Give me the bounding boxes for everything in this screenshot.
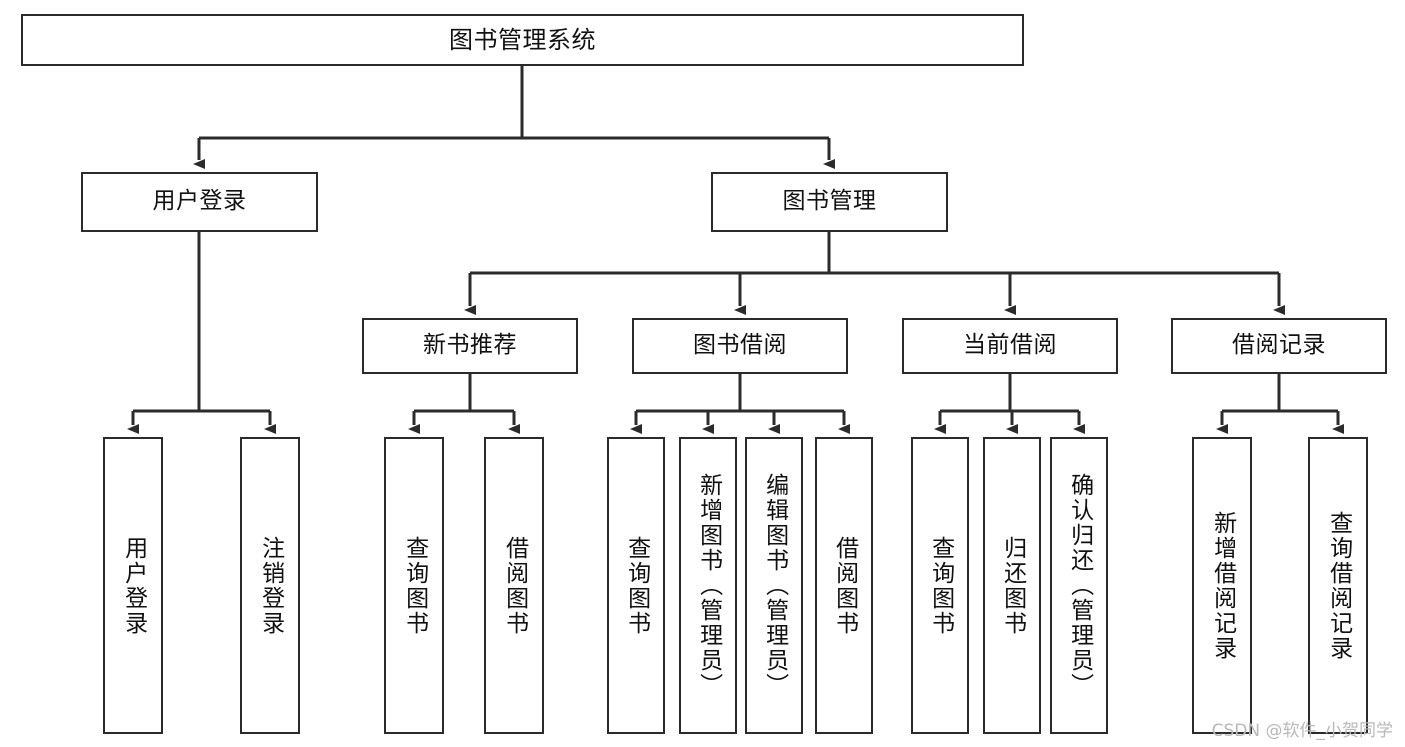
node-borrow-record[interactable]: 借阅记录	[1171, 318, 1387, 374]
node-leaf-query-borrow-record[interactable]: 查询借阅记录	[1308, 437, 1368, 734]
node-leaf-query-book-2[interactable]: 查询图书	[607, 437, 665, 734]
node-leaf-borrow-book-2[interactable]: 借阅图书	[815, 437, 873, 734]
node-leaf-query-book-3[interactable]: 查询图书	[911, 437, 969, 734]
node-new-book-recommend[interactable]: 新书推荐	[362, 318, 578, 374]
node-leaf-query-book-2-label: 查询图书	[623, 535, 650, 636]
node-new-book-recommend-label: 新书推荐	[423, 332, 517, 359]
node-leaf-add-borrow-record[interactable]: 新增借阅记录	[1192, 437, 1252, 734]
node-book-borrow[interactable]: 图书借阅	[632, 318, 848, 374]
node-root[interactable]: 图书管理系统	[21, 14, 1024, 66]
node-book-manage[interactable]: 图书管理	[711, 172, 948, 232]
node-leaf-logout-login-label: 注销登录	[257, 535, 284, 636]
node-leaf-user-login-label: 用户登录	[120, 535, 147, 636]
node-leaf-query-book-1[interactable]: 查询图书	[384, 437, 444, 734]
node-book-manage-label: 图书管理	[782, 188, 877, 215]
node-leaf-edit-book-admin-label: 编辑图书（管理员）	[761, 473, 788, 698]
node-current-borrow[interactable]: 当前借阅	[902, 318, 1118, 374]
node-leaf-logout-login[interactable]: 注销登录	[240, 437, 300, 734]
node-leaf-borrow-book-2-label: 借阅图书	[831, 535, 858, 636]
node-leaf-user-login[interactable]: 用户登录	[103, 437, 163, 734]
node-leaf-edit-book-admin[interactable]: 编辑图书（管理员）	[745, 437, 803, 734]
node-leaf-add-book-admin-label: 新增图书（管理员）	[695, 473, 722, 698]
node-root-label: 图书管理系统	[449, 25, 596, 54]
csdn-watermark: CSDN @软件_小贺同学	[1211, 721, 1393, 741]
node-leaf-return-book-label: 归还图书	[999, 535, 1026, 636]
node-leaf-query-book-3-label: 查询图书	[927, 535, 954, 636]
node-user-login-label: 用户登录	[152, 188, 247, 215]
node-user-login[interactable]: 用户登录	[81, 172, 318, 232]
node-leaf-query-book-1-label: 查询图书	[401, 535, 428, 636]
node-leaf-confirm-return-admin[interactable]: 确认归还（管理员）	[1050, 437, 1108, 734]
node-book-borrow-label: 图书借阅	[693, 332, 787, 359]
node-leaf-confirm-return-admin-label: 确认归还（管理员）	[1066, 473, 1093, 698]
node-borrow-record-label: 借阅记录	[1232, 332, 1326, 359]
node-leaf-add-borrow-record-label: 新增借阅记录	[1209, 510, 1236, 661]
node-leaf-return-book[interactable]: 归还图书	[983, 437, 1041, 734]
node-leaf-query-borrow-record-label: 查询借阅记录	[1325, 510, 1352, 661]
node-current-borrow-label: 当前借阅	[963, 332, 1057, 359]
node-leaf-borrow-book-1[interactable]: 借阅图书	[484, 437, 544, 734]
node-leaf-add-book-admin[interactable]: 新增图书（管理员）	[679, 437, 737, 734]
node-leaf-borrow-book-1-label: 借阅图书	[501, 535, 528, 636]
